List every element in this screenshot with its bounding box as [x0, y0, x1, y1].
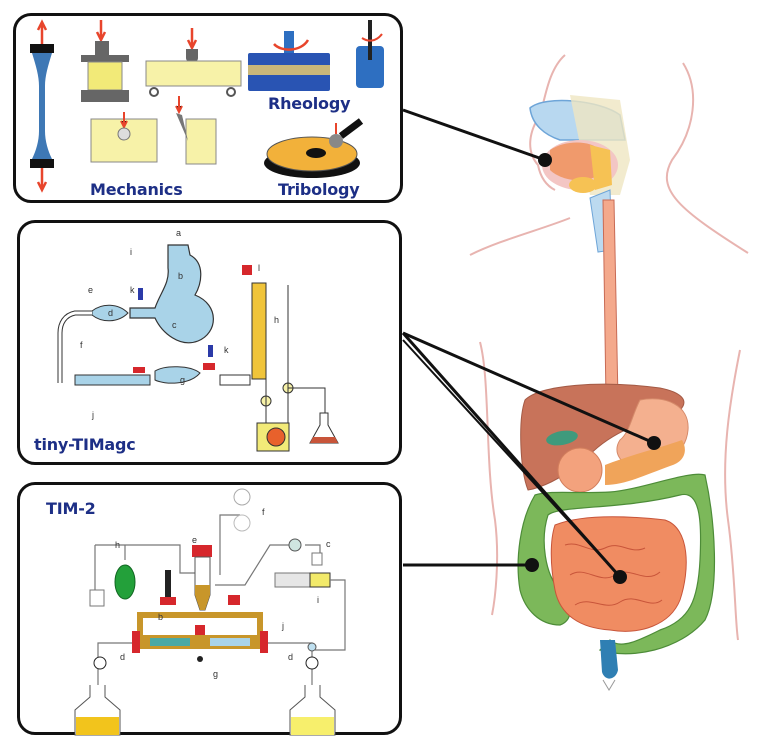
filtration-column [251, 282, 267, 380]
esophagus [602, 199, 619, 401]
component-letter: g [180, 375, 185, 385]
component-letter: i [130, 247, 132, 257]
panel-mechanics-rheology-tribology: Mechanics Rheology Tribology [13, 13, 403, 203]
compression-test-icon [81, 20, 129, 102]
mechanics-label: Mechanics [90, 180, 183, 199]
component-letter: l [258, 263, 260, 273]
component-letter: h [274, 315, 279, 325]
connector-tinytim-to-stomach [402, 331, 655, 445]
connector-dot-large-intestine [525, 558, 539, 572]
panel-tim2: b c d d e f g h i j TIM-2 [17, 482, 402, 736]
pancreas [605, 440, 685, 485]
tim2-schematic: b c d d e f g h i j [74, 488, 346, 736]
component-letter: h [115, 540, 120, 550]
duodenal-compartment [91, 304, 129, 322]
tribometer-icon [264, 118, 364, 178]
connector-dot-mouth [538, 153, 552, 167]
torso-outline-right [724, 349, 741, 641]
torso-outline-left [479, 341, 499, 616]
rheometer-plate-icon [248, 31, 330, 91]
peristaltic-loop [137, 612, 263, 635]
anus [602, 679, 616, 691]
connector-dot-stomach [647, 436, 661, 450]
component-letter: f [262, 507, 265, 517]
component-letter: c [172, 320, 177, 330]
palate [590, 145, 612, 190]
gas-bag [114, 564, 136, 600]
connector-mechanics-to-mouth [402, 108, 546, 162]
gastric-compartment [129, 244, 214, 344]
tiny-timagc-title: tiny-TIMagc [34, 435, 136, 454]
tiny-timagc-schematic: a b c d e f g h i j k k l [57, 228, 339, 452]
shoulder-outline-left [469, 217, 571, 256]
connector-dot-small-intestine [613, 570, 627, 584]
connector-tinytim-to-small-intestine-2 [402, 339, 621, 578]
tribology-label: Tribology [278, 180, 360, 199]
component-letter: d [108, 308, 113, 318]
bending-test-icon [145, 28, 242, 97]
face-outline [529, 54, 566, 191]
tim2-title: TIM-2 [46, 499, 96, 518]
jaw-gland [569, 177, 597, 193]
component-letter: g [213, 669, 218, 679]
panel1-illustrations [30, 19, 384, 193]
component-letter: f [80, 340, 83, 350]
connectors [401, 108, 661, 584]
duodenum [557, 447, 603, 493]
gallbladder [546, 430, 578, 446]
connecting-pipe [57, 310, 92, 383]
cutting-test-icon [175, 96, 217, 165]
component-letter: k [224, 345, 229, 355]
component-letter: j [281, 621, 284, 631]
component-letter: d [288, 652, 293, 662]
component-letter: k [130, 285, 135, 295]
component-letter: e [88, 285, 93, 295]
rheometer-vane-icon [356, 20, 384, 88]
component-letter: e [192, 535, 197, 545]
component-letter: c [326, 539, 331, 549]
tensile-test-icon [30, 19, 54, 193]
component-letter: j [91, 410, 94, 420]
panel-tiny-timagc: a b c d e f g h i j k k l tiny-TIMagc [17, 220, 402, 465]
tongue [550, 142, 600, 181]
body-illustration [469, 54, 749, 691]
component-letter: b [178, 271, 183, 281]
component-letter: a [176, 228, 181, 238]
indentation-test-icon [90, 112, 158, 163]
component-letter: b [158, 612, 163, 622]
rheology-label: Rheology [268, 94, 351, 113]
intestinal-compartment [74, 366, 201, 386]
rectum [600, 640, 618, 679]
component-letter: d [120, 652, 125, 662]
component-letter: i [317, 595, 319, 605]
neck-outline-right [665, 62, 749, 254]
